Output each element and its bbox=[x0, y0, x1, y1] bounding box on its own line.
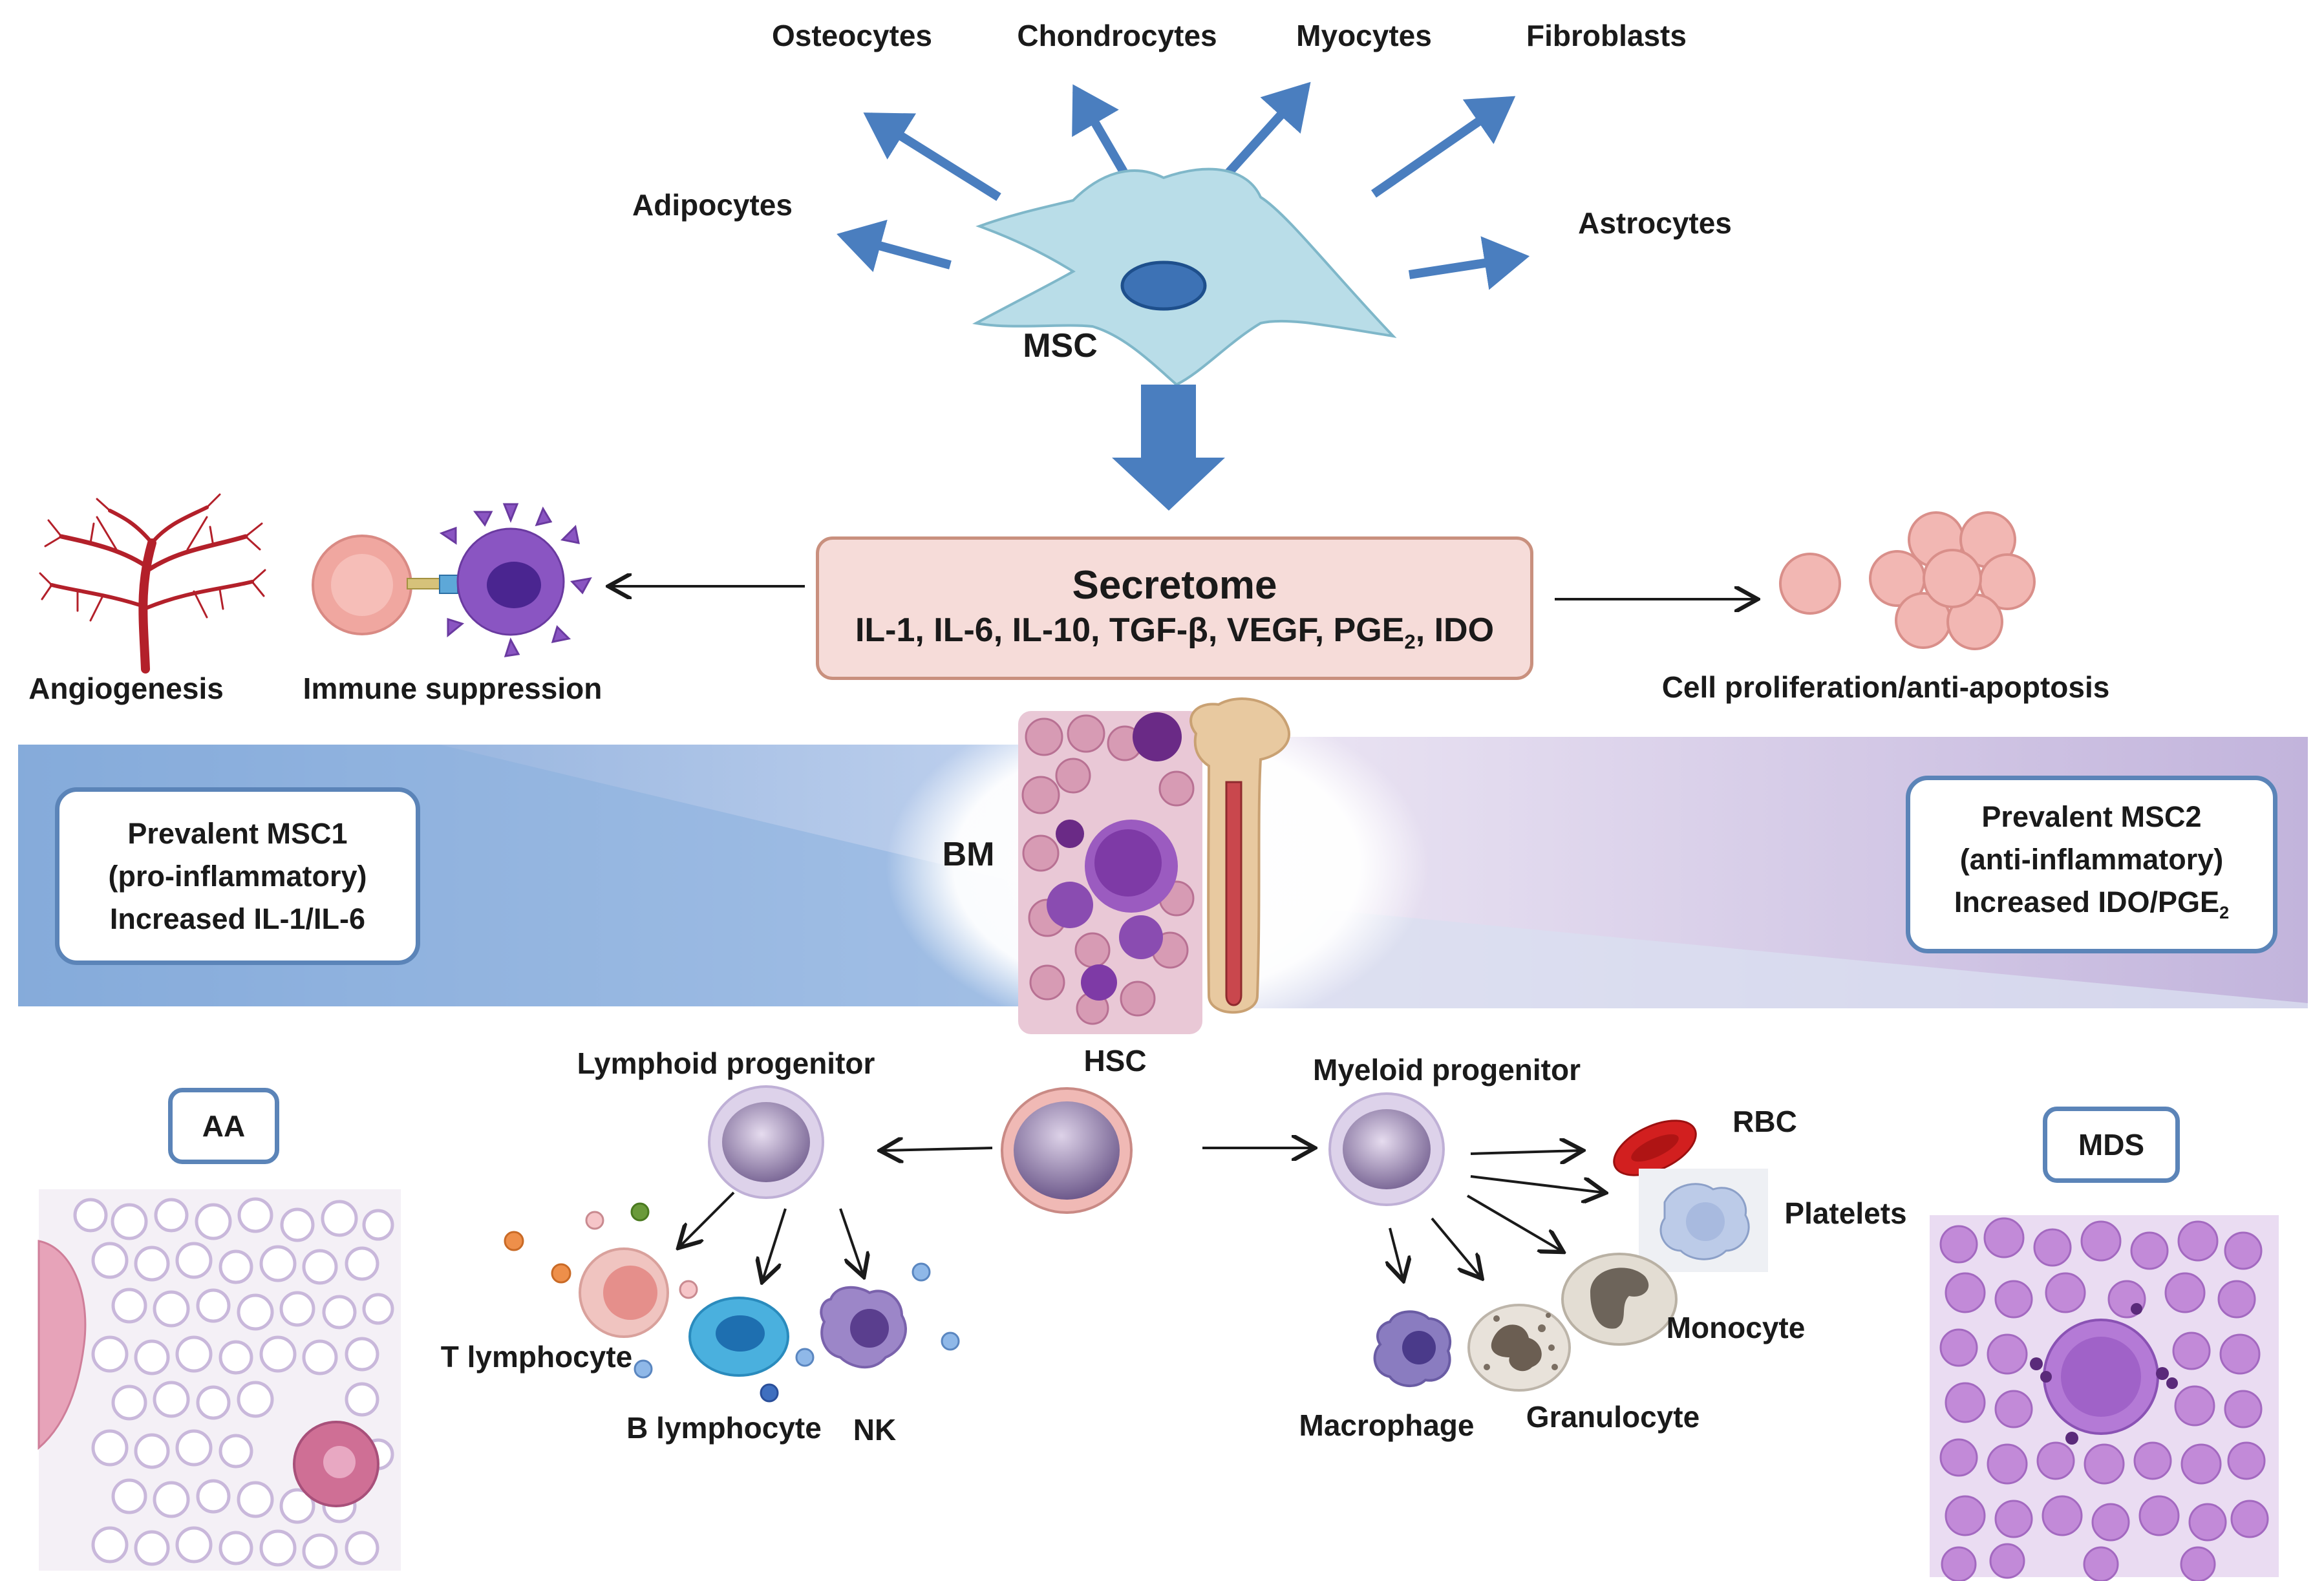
msc-differentiation bbox=[837, 81, 1530, 511]
secretome-factors-text: IL-1, IL-6, IL-10, TGF-β, VEGF, PGE bbox=[855, 611, 1405, 650]
arrow-to-nk bbox=[839, 1208, 863, 1275]
msc1-line2: (pro-inflammatory) bbox=[108, 859, 367, 893]
msc2-box: Prevalent MSC2 (anti-inflammatory) Incre… bbox=[1906, 776, 2277, 953]
aa-histology bbox=[37, 1189, 401, 1571]
fate-osteocytes: Osteocytes bbox=[771, 19, 933, 52]
arrow-hsc-to-lymphoid bbox=[882, 1148, 993, 1151]
msc2-line3-sub: 2 bbox=[2219, 902, 2230, 922]
msc2-line3-text: Increased IDO/PGE bbox=[1954, 885, 2220, 918]
fate-myocytes: Myocytes bbox=[1296, 19, 1432, 52]
arrow-to-macrophage bbox=[1390, 1227, 1403, 1279]
msc-nucleus bbox=[1120, 260, 1207, 311]
arrow-to-platelets bbox=[1470, 1175, 1603, 1193]
fate-fibroblasts: Fibroblasts bbox=[1526, 19, 1687, 52]
hematopoiesis bbox=[504, 1085, 1768, 1403]
bm-label: BM bbox=[942, 836, 995, 873]
rbc-label: RBC bbox=[1732, 1105, 1797, 1138]
fate-adipocytes: Adipocytes bbox=[632, 188, 793, 222]
arrow-to-fibroblasts bbox=[1371, 96, 1516, 198]
nk-label: NK bbox=[853, 1413, 897, 1447]
platelets-label: Platelets bbox=[1784, 1196, 1907, 1230]
arrow-to-t-lymphocyte bbox=[680, 1191, 735, 1246]
cell-proliferation-label: Cell proliferation/anti-apoptosis bbox=[1661, 670, 2110, 704]
proliferating-cells bbox=[1779, 511, 2036, 650]
msc2-line3: Increased IDO/PGE2 bbox=[1954, 881, 2229, 934]
mds-tag: MDS bbox=[2043, 1107, 2180, 1183]
msc1-line1: Prevalent MSC1 bbox=[127, 816, 348, 850]
monocyte-label: Monocyte bbox=[1666, 1311, 1806, 1344]
arrow-to-granulocyte bbox=[1431, 1217, 1480, 1277]
mds-histology bbox=[1930, 1215, 2279, 1581]
secretome-factors: IL-1, IL-6, IL-10, TGF-β, VEGF, PGE2, ID… bbox=[855, 611, 1494, 653]
msc1-box: Prevalent MSC1 (pro-inflammatory) Increa… bbox=[55, 787, 420, 965]
myeloid-progenitor-label: Myeloid progenitor bbox=[1313, 1053, 1581, 1087]
granulocyte-label: Granulocyte bbox=[1526, 1400, 1700, 1434]
aa-tag: AA bbox=[168, 1088, 279, 1164]
femur-bone bbox=[1189, 697, 1290, 1014]
arrow-to-osteocytes bbox=[863, 112, 1001, 201]
secretome-factors-sub: 2 bbox=[1404, 630, 1416, 653]
msc2-line2: (anti-inflammatory) bbox=[1959, 842, 2224, 876]
arrow-to-monocyte bbox=[1466, 1194, 1561, 1251]
secretome-factors-suffix: , IDO bbox=[1415, 611, 1495, 650]
lymphoid-progenitor-label: Lymphoid progenitor bbox=[577, 1046, 875, 1080]
t-lymphocyte-label: T lymphocyte bbox=[440, 1340, 633, 1374]
msc2-line1: Prevalent MSC2 bbox=[1981, 800, 2202, 833]
macrophage-label: Macrophage bbox=[1299, 1408, 1475, 1442]
secretome-effects bbox=[39, 493, 2036, 674]
down-arrow bbox=[1112, 385, 1225, 511]
immune-suppression-label: Immune suppression bbox=[303, 672, 602, 705]
bm-smear bbox=[1018, 711, 1202, 1034]
msc-label: MSC bbox=[1023, 327, 1098, 365]
immune-cells bbox=[312, 503, 592, 657]
hsc-label: HSC bbox=[1083, 1044, 1147, 1077]
secretome-title: Secretome bbox=[1072, 563, 1277, 608]
arrow-to-adipocytes bbox=[837, 219, 952, 272]
b-lymphocyte-label: B lymphocyte bbox=[626, 1411, 822, 1445]
secretome-box: Secretome IL-1, IL-6, IL-10, TGF-β, VEGF… bbox=[816, 536, 1533, 680]
msc1-line3: Increased IL-1/IL-6 bbox=[109, 902, 366, 935]
fate-astrocytes: Astrocytes bbox=[1578, 206, 1732, 240]
angiogenesis-label: Angiogenesis bbox=[28, 672, 224, 705]
angiogenesis-vessels bbox=[39, 493, 266, 674]
arrow-to-astrocytes bbox=[1408, 236, 1530, 290]
arrow-to-b-lymphocyte bbox=[763, 1208, 787, 1280]
arrow-to-rbc bbox=[1470, 1151, 1581, 1154]
fate-chondrocytes: Chondrocytes bbox=[1017, 19, 1217, 52]
